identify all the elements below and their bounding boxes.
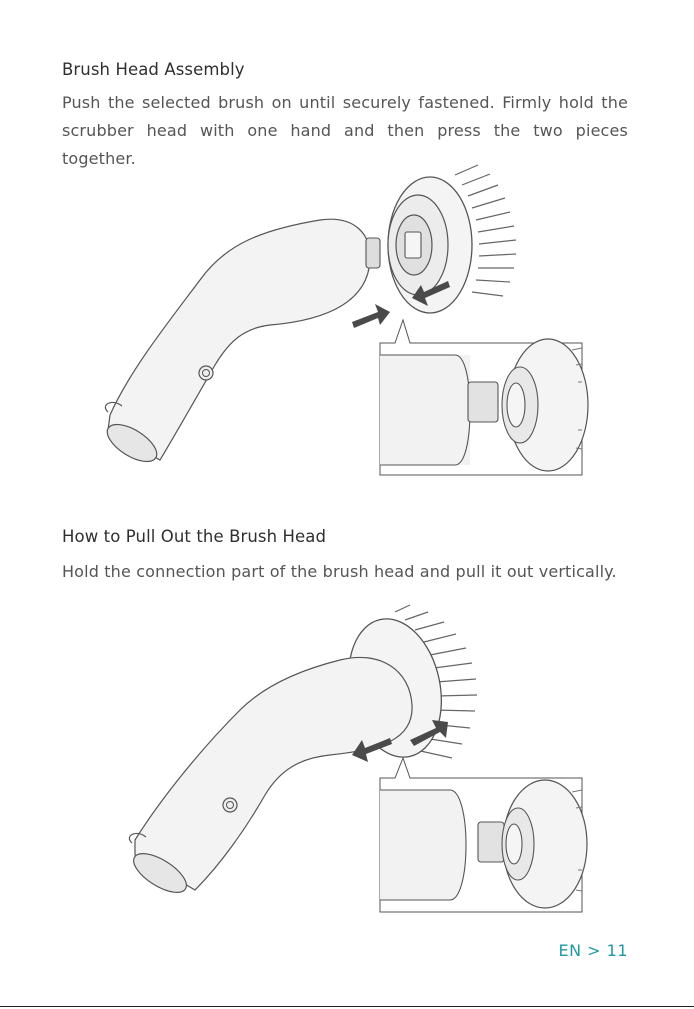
power-button-icon xyxy=(199,366,213,380)
brush-removal-illustration xyxy=(0,600,694,920)
page-number: EN > 11 xyxy=(558,941,628,960)
handle-body xyxy=(135,657,412,890)
section-text-removal: Hold the connection part of the brush he… xyxy=(62,558,628,586)
brush-assembly-illustration xyxy=(0,160,694,490)
bottom-rule xyxy=(0,1006,694,1007)
push-arrow-right-icon xyxy=(352,304,390,328)
detail-callout xyxy=(380,320,588,475)
power-button-icon xyxy=(223,798,237,812)
detail-callout xyxy=(380,758,587,912)
section-heading-assembly: Brush Head Assembly xyxy=(62,60,245,79)
section-heading-removal: How to Pull Out the Brush Head xyxy=(62,527,326,546)
handle-connector xyxy=(366,238,380,268)
brush-head xyxy=(388,165,516,313)
brush-socket-key xyxy=(405,232,421,258)
handle-body xyxy=(108,219,370,460)
